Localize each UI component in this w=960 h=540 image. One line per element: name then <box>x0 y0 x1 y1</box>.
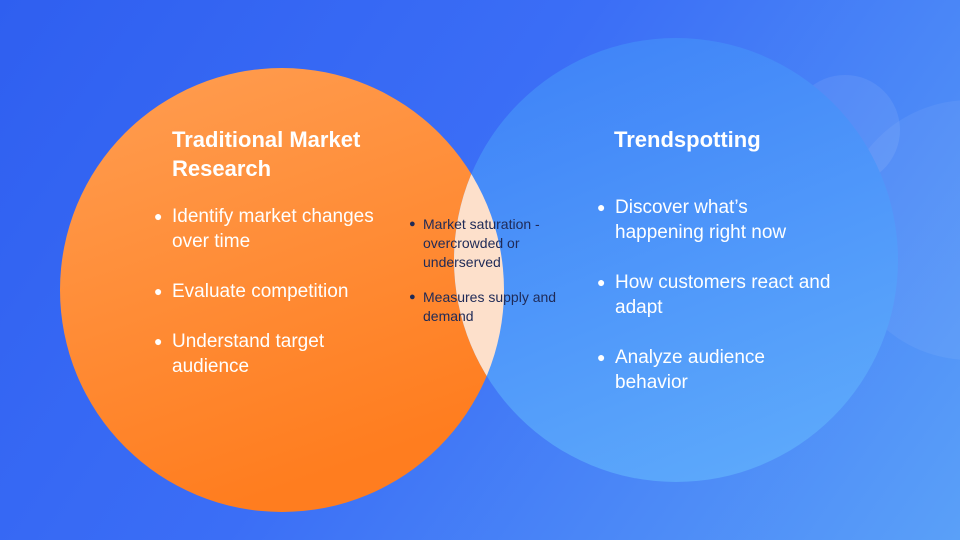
list-item: ● Market saturation - overcrowded or unde… <box>409 215 557 272</box>
bullet-icon: ● <box>409 218 416 230</box>
right-set-list: ● Discover what’s happening right now ● Ho… <box>597 195 837 420</box>
list-item-text: Discover what’s happening right now <box>615 197 787 243</box>
list-item: ● Evaluate competition <box>154 279 379 304</box>
bullet-icon: ● <box>597 349 606 365</box>
left-set-circle <box>60 68 504 512</box>
list-item: ● Discover what’s happening right now <box>597 195 837 245</box>
list-item: ● How customers react and adapt <box>597 270 837 320</box>
bullet-icon: ● <box>597 274 606 290</box>
bullet-icon: ● <box>154 333 163 349</box>
list-item-text: Analyze audience behavior <box>615 347 765 393</box>
list-item-text: Market saturation - overcrowded or under… <box>423 216 540 270</box>
bullet-icon: ● <box>409 291 416 303</box>
list-item: ● Measures supply and demand <box>409 288 557 326</box>
right-set-circle <box>454 38 898 482</box>
right-set-title: Trendspotting <box>614 127 761 152</box>
bullet-icon: ● <box>154 208 163 224</box>
list-item-text: Evaluate competition <box>172 281 349 302</box>
list-item: ● Analyze audience behavior <box>597 345 837 395</box>
left-set-list: ● Identify market changes over time ● Eval… <box>154 204 379 404</box>
list-item-text: Measures supply and demand <box>423 289 557 324</box>
left-set-title: Traditional Market Research <box>172 127 361 181</box>
list-item: ● Identify market changes over time <box>154 204 379 254</box>
list-item: ● Understand target audience <box>154 329 379 379</box>
list-item-text: How customers react and adapt <box>615 272 831 318</box>
list-item-text: Understand target audience <box>172 331 325 377</box>
bullet-icon: ● <box>154 283 163 299</box>
overlap-list: ● Market saturation - overcrowded or unde… <box>409 215 557 342</box>
list-item-text: Identify market changes over time <box>172 206 374 252</box>
bullet-icon: ● <box>597 199 606 215</box>
